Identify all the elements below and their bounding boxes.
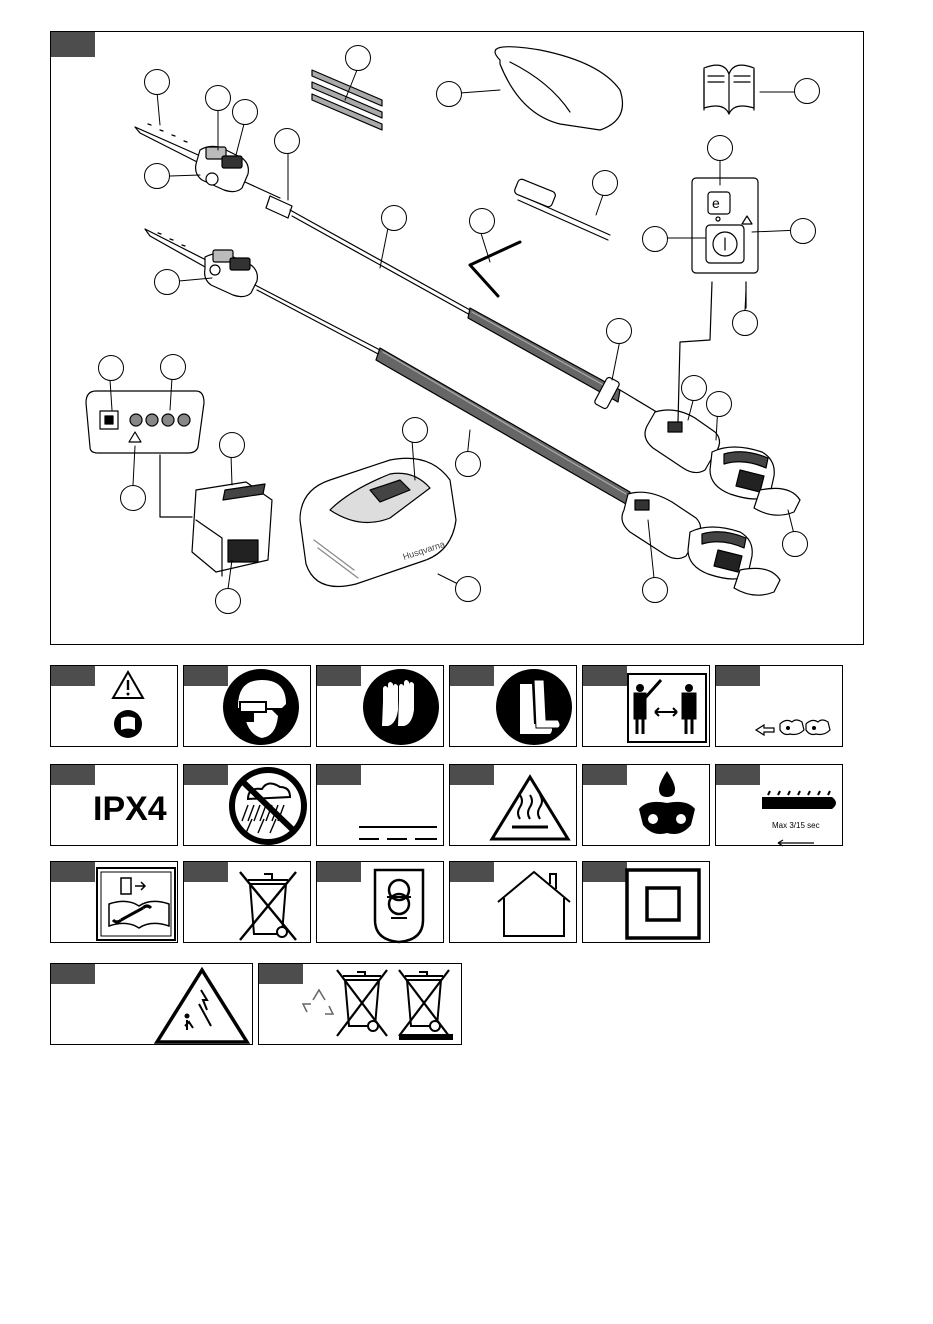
- ipx4-label: IPX4: [93, 790, 167, 829]
- bar-max-time-icon: [716, 765, 844, 847]
- boots-icon: [450, 666, 578, 748]
- callout: [274, 128, 300, 154]
- recycle-bins-icon: [259, 964, 463, 1046]
- symbol-number-tag: [51, 765, 95, 785]
- callout: [592, 170, 618, 196]
- callout: [706, 391, 732, 417]
- symbol-panel: [449, 764, 577, 846]
- symbol-panel: [449, 665, 577, 747]
- symbol-panel: [183, 764, 311, 846]
- symbol-panel: [183, 665, 311, 747]
- callout: [232, 99, 258, 125]
- safety-transformer-icon: [317, 862, 445, 944]
- callout: [345, 45, 371, 71]
- callout: [154, 269, 180, 295]
- chain-direction-icon: [716, 666, 844, 748]
- callout: [160, 354, 186, 380]
- symbol-panel: [449, 861, 577, 943]
- callout: [642, 226, 668, 252]
- symbol-panel: IPX4: [50, 764, 178, 846]
- callout: [707, 135, 733, 161]
- callout: [436, 81, 462, 107]
- callout: [642, 577, 668, 603]
- keep-distance-icon: [583, 666, 711, 748]
- callout: [469, 208, 495, 234]
- weee-bin-icon: [184, 862, 312, 944]
- manual-book-icon: [704, 65, 754, 114]
- max-time-label: Max 3/15 sec: [772, 821, 820, 830]
- callout: [606, 318, 632, 344]
- symbol-panel: [183, 861, 311, 943]
- symbol-panel: [50, 861, 178, 943]
- callout: [120, 485, 146, 511]
- callout: [215, 588, 241, 614]
- symbol-panel: [50, 665, 178, 747]
- callout: [381, 205, 407, 231]
- callout: [205, 85, 231, 111]
- callout: [455, 451, 481, 477]
- callout: [732, 310, 758, 336]
- no-rain-icon: [184, 765, 312, 847]
- callout: [782, 531, 808, 557]
- hex-key-tool: [470, 242, 520, 296]
- dc-current-icon: [317, 765, 445, 847]
- main-figure-drawing: e: [0, 0, 933, 660]
- callout: [402, 417, 428, 443]
- callout: [98, 355, 124, 381]
- callout: [219, 432, 245, 458]
- callout: [144, 69, 170, 95]
- symbol-panel: [582, 861, 710, 943]
- symbol-panel: [316, 764, 444, 846]
- symbol-panel: [582, 764, 710, 846]
- chain-oil-icon: [583, 765, 711, 847]
- electric-line-warning-icon: [51, 964, 254, 1046]
- callout: [681, 375, 707, 401]
- hot-surface-icon: [450, 765, 578, 847]
- symbol-panel: [715, 665, 843, 747]
- double-insulation-icon: [583, 862, 711, 944]
- gloves-icon: [317, 666, 445, 748]
- harness-strap: [495, 47, 623, 130]
- warning-read-manual-icon: [51, 666, 179, 748]
- symbol-panel: [582, 665, 710, 747]
- svg-text:e: e: [712, 195, 720, 211]
- battery-charger: Husqvarna: [300, 458, 456, 586]
- symbol-panel: Max 3/15 sec: [715, 764, 843, 846]
- symbol-panel: [316, 665, 444, 747]
- callout: [790, 218, 816, 244]
- callout: [455, 576, 481, 602]
- helmet-visor-ear-protection-icon: [184, 666, 312, 748]
- bar-covers: [312, 70, 382, 130]
- symbol-panel: [316, 861, 444, 943]
- indoor-use-icon: [450, 862, 578, 944]
- callout: [794, 78, 820, 104]
- symbol-panel: [50, 963, 253, 1045]
- callout: [144, 163, 170, 189]
- read-manual-service-icon: [51, 862, 179, 944]
- symbol-panel: [258, 963, 462, 1045]
